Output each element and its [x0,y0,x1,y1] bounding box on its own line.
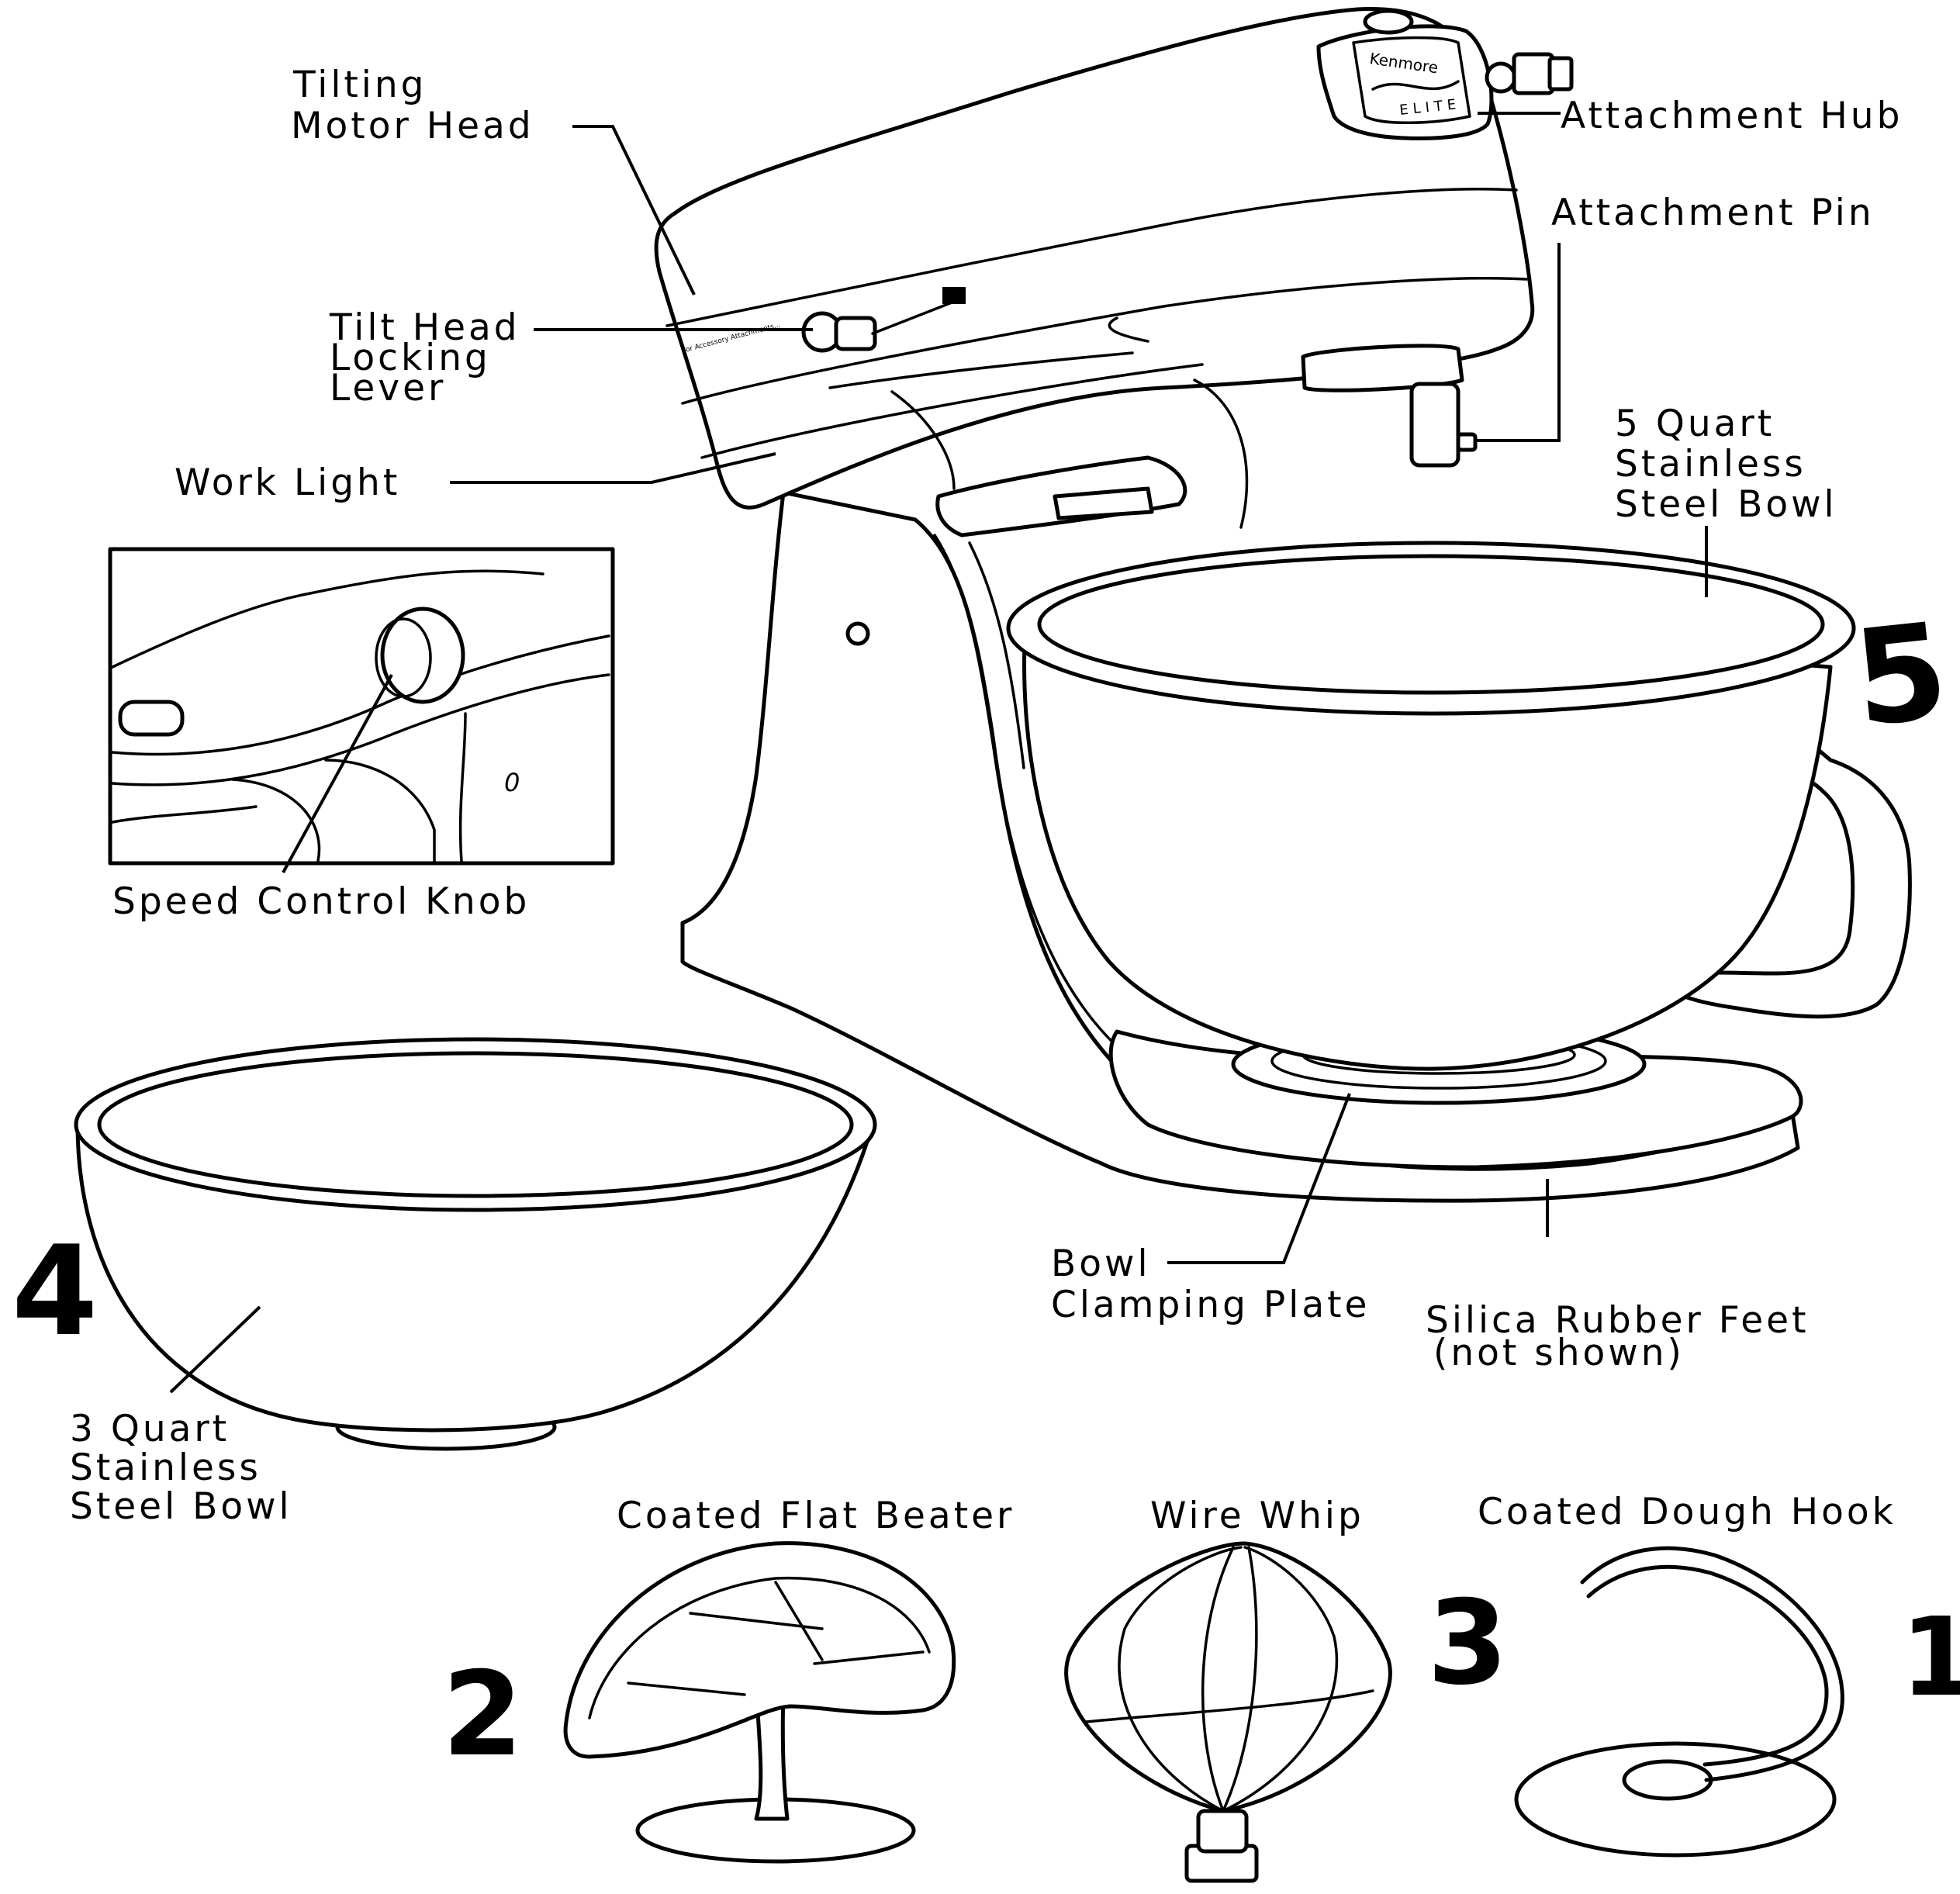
motor-head [654,7,1535,510]
label-work-light: Work Light [175,461,400,504]
svg-text:0: 0 [504,768,520,797]
label-tilt-head-line1: Tilt Head [329,306,520,349]
label-attachment-hub: Attachment Hub [1561,95,1903,137]
number-3: 3 [1427,1576,1508,1711]
number-4: 4 [12,1218,98,1363]
speed-knob [380,607,465,704]
number-2: 2 [442,1647,523,1782]
number-5: 5 [1848,594,1955,756]
number-1: 1 [1900,1595,1960,1721]
bowl-5qt-rim [1006,541,1856,716]
attachment-hub [1316,24,1494,140]
dough-hook [1514,1546,1844,1858]
label-tilt-head-line3: Lever [330,367,446,410]
label-5qt-bowl-line1: 5 Quart [1615,403,1775,445]
bowl-3qt-rim [74,1037,877,1212]
label-coated-flat-beater: Coated Flat Beater [617,1495,1015,1537]
label-attachment-pin: Attachment Pin [1551,192,1875,234]
label-bowl-clamping-plate-line1: Bowl [1051,1243,1151,1285]
label-wire-whip: Wire Whip [1150,1495,1364,1537]
label-5qt-bowl-line2: Stainless [1615,443,1806,486]
leader-lines [282,112,1708,1264]
label-tilting-motor-head-line2: Motor Head [291,105,534,147]
label-bowl-clamping-plate-line2: Clamping Plate [1051,1284,1370,1326]
label-coated-dough-hook: Coated Dough Hook [1478,1491,1896,1533]
label-5qt-bowl-line3: Steel Bowl [1615,483,1837,526]
label-tilt-head-line2: Locking [330,337,491,379]
label-3qt-bowl-line2: Stainless [70,1446,261,1489]
mixer-pedestal [680,490,1800,1203]
flat-beater [563,1541,956,1864]
beater-shaft [1409,382,1460,468]
speed-control-inset: 0 [108,547,615,866]
handwritten-numbers: 5 4 2 3 1 [12,594,1960,1782]
bowl-3qt [75,1122,875,1433]
label-3qt-bowl-line3: Steel Bowl [70,1485,292,1528]
part-labels: Tilting Motor Head Attachment Hub Attach… [70,64,1903,1537]
label-silica-feet-line2: (not shown) [1433,1332,1685,1374]
bowl-5qt [1022,603,1833,1071]
bowl-3qt-illustration [74,1037,877,1451]
label-speed-control-knob: Speed Control Knob [112,880,530,923]
wire-whip [1064,1541,1392,1883]
label-3qt-bowl-line1: 3 Quart [70,1408,230,1450]
label-tilting-motor-head-line1: Tilting [292,64,427,106]
mixer-illustration: For Accessory Attachments... Kenmore ELI… [654,7,1912,1203]
label-silica-feet-line1: Silica Rubber Feet [1426,1299,1810,1342]
